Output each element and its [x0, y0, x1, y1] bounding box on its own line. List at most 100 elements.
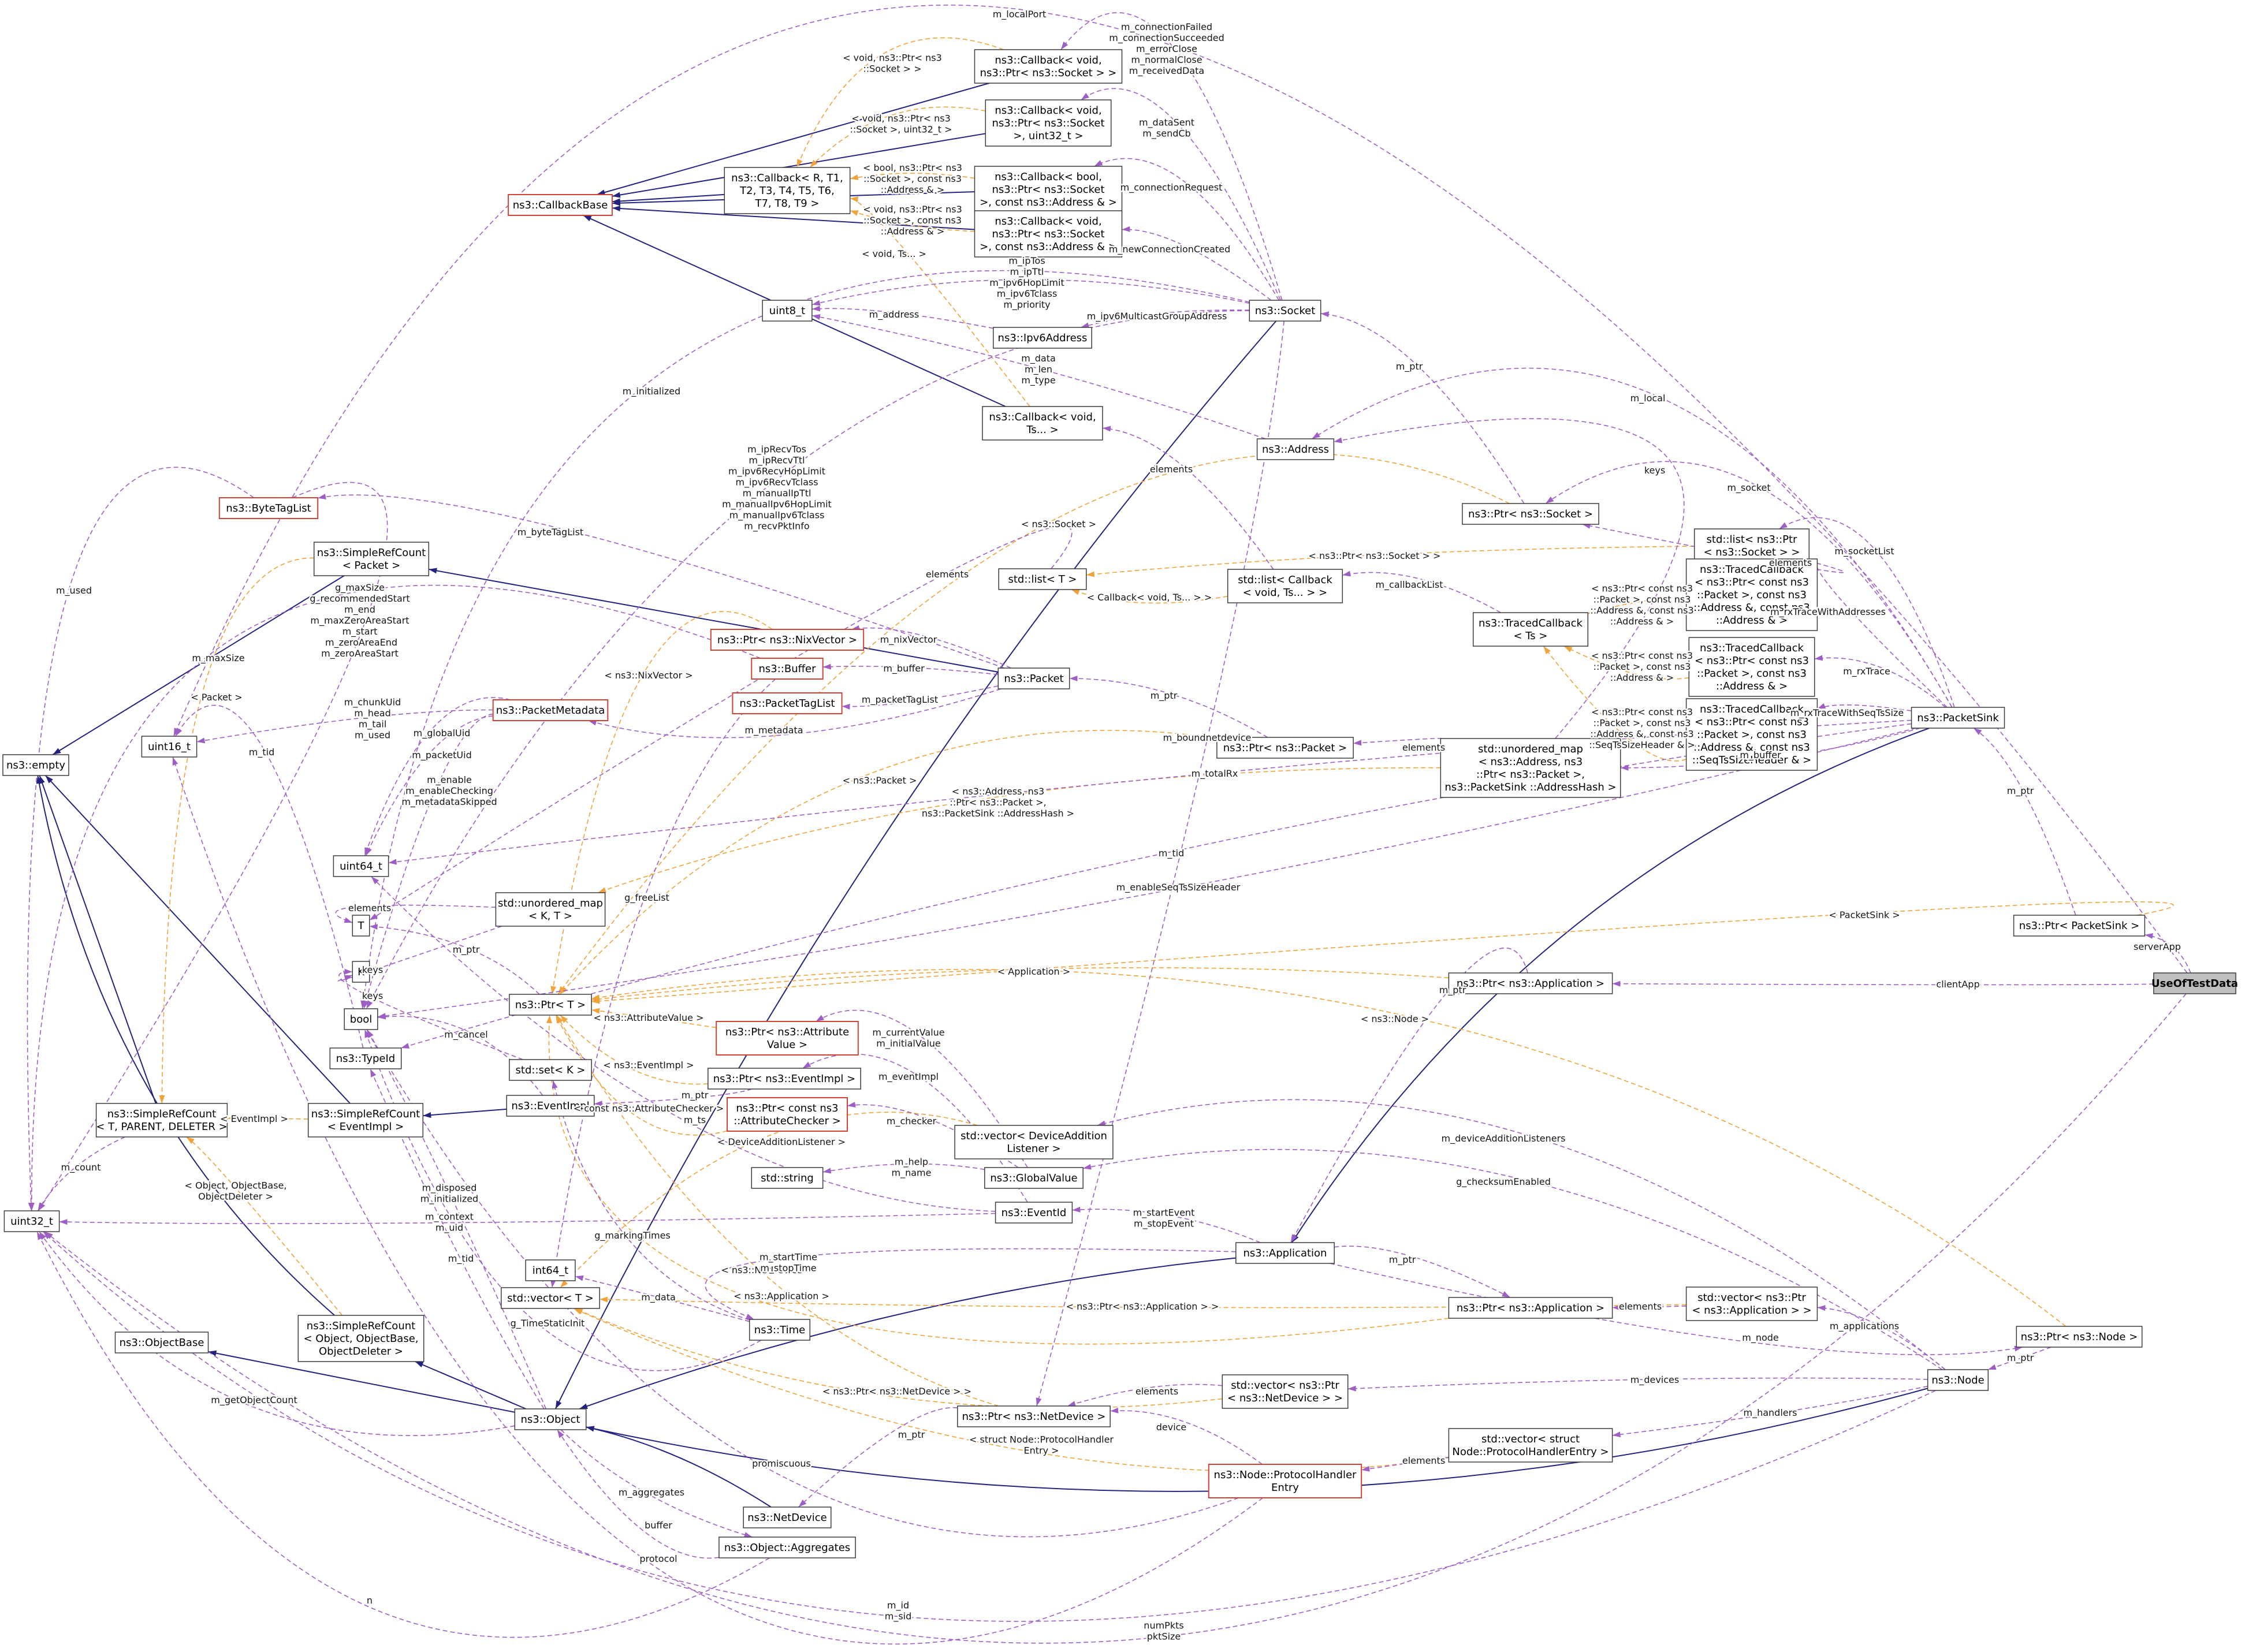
edge-label-time-setK: g_markingTimes	[594, 1230, 671, 1241]
node-utd[interactable]: UseOfTestData	[2151, 972, 2238, 994]
node-cbR[interactable]: ns3::Callback< R, T1,T2, T3, T4, T5, T6,…	[724, 167, 851, 214]
node-label-setK: std::set< K >	[516, 1064, 586, 1076]
node-str[interactable]: std::string	[751, 1167, 824, 1189]
node-ptrPS[interactable]: ns3::Ptr< PacketSink >	[2013, 915, 2146, 937]
node-T[interactable]: T	[352, 915, 370, 937]
node-listCb[interactable]: std::list< Callback< void, Ts... > >	[1227, 569, 1343, 603]
node-ptrNode[interactable]: ns3::Ptr< ns3::Node >	[2016, 1326, 2143, 1348]
node-ptrNix[interactable]: ns3::Ptr< ns3::NixVector >	[710, 629, 865, 651]
node-u16[interactable]: uint16_t	[141, 736, 198, 758]
edge-ptrPS-ptrT	[591, 901, 2174, 1004]
node-buf[interactable]: ns3::Buffer	[751, 658, 824, 680]
edge-label-node-vecPtrND: m_devices	[1630, 1374, 1679, 1386]
node-psink[interactable]: ns3::PacketSink	[1911, 707, 2005, 729]
node-addr[interactable]: ns3::Address	[1256, 438, 1335, 460]
node-packet[interactable]: ns3::Packet	[997, 667, 1070, 689]
node-time[interactable]: ns3::Time	[749, 1319, 811, 1341]
edge-label-ptrPacket-packet: m_ptr	[1151, 690, 1178, 702]
node-umapKT[interactable]: std::unordered_map< K, T >	[495, 892, 606, 927]
node-obase[interactable]: ns3::ObjectBase	[114, 1332, 209, 1353]
node-vecPtrApp[interactable]: std::vector< ns3::Ptr< ns3::Application …	[1685, 1286, 1818, 1321]
node-u32[interactable]: uint32_t	[3, 1210, 60, 1232]
node-object[interactable]: ns3::Object	[514, 1408, 587, 1430]
node-tcbA[interactable]: ns3::TracedCallback< ns3::Ptr< const ns3…	[1688, 637, 1815, 697]
node-label-ptrSocket: ns3::Ptr< ns3::Socket >	[1468, 508, 1593, 520]
node-ptrPacket[interactable]: ns3::Ptr< ns3::Packet >	[1216, 737, 1354, 759]
node-ptrND[interactable]: ns3::Ptr< ns3::NetDevice >	[957, 1405, 1111, 1427]
node-pmeta[interactable]: ns3::PacketMetadata	[492, 699, 609, 721]
edge-node-vecPtrApp	[1817, 1305, 1946, 1370]
edge-btl-u32	[27, 467, 254, 1211]
node-u64[interactable]: uint64_t	[333, 855, 389, 877]
node-cbVA[interactable]: ns3::Callback< void,ns3::Ptr< ns3::Socke…	[974, 210, 1123, 258]
node-label-ptrApp: ns3::Ptr< ns3::Application >	[1457, 1302, 1604, 1314]
node-ptrT[interactable]: ns3::Ptr< T >	[509, 994, 592, 1016]
node-ptrAC[interactable]: ns3::Ptr< const ns3::AttributeChecker >	[727, 1097, 848, 1132]
edge-label-ptrEI-ptrT: < ns3::EventImpl >	[603, 1060, 694, 1071]
node-socket[interactable]: ns3::Socket	[1249, 300, 1321, 322]
node-label-gval: ns3::GlobalValue	[990, 1172, 1077, 1184]
node-label-srcTPD: ns3::SimpleRefCount< T, PARENT, DELETER …	[96, 1108, 227, 1133]
node-app[interactable]: ns3::Application	[1235, 1242, 1335, 1264]
node-tcbAA[interactable]: ns3::TracedCallback< ns3::Ptr< const ns3…	[1685, 558, 1818, 631]
node-vecT[interactable]: std::vector< T >	[501, 1287, 600, 1309]
edge-label-tcbTs-listCb: m_callbackList	[1375, 579, 1443, 591]
node-setK[interactable]: std::set< K >	[509, 1059, 592, 1081]
edge-label-psink-umapAddr: m_buffer	[1740, 749, 1781, 761]
node-cbVS[interactable]: ns3::Callback< void,ns3::Ptr< ns3::Socke…	[974, 49, 1123, 84]
node-ptrAppTop[interactable]: ns3::Ptr< ns3::Application >	[1448, 972, 1613, 994]
node-btl[interactable]: ns3::ByteTagList	[218, 497, 319, 519]
node-cbBA[interactable]: ns3::Callback< bool,ns3::Ptr< ns3::Socke…	[974, 166, 1123, 213]
edge-cbVS-cbBase	[597, 83, 990, 195]
node-aggr[interactable]: ns3::Object::Aggregates	[718, 1537, 856, 1558]
node-ptl[interactable]: ns3::PacketTagList	[732, 692, 843, 714]
node-u8[interactable]: uint8_t	[762, 300, 813, 322]
edge-cbVS-cbR	[796, 37, 1004, 168]
edge-tcbS-tcbTs	[1543, 646, 1686, 762]
node-label-ndev: ns3::NetDevice	[747, 1512, 827, 1524]
edge-label-node-vecDAL: m_deviceAdditionListeners	[1442, 1133, 1566, 1144]
node-umapAddr[interactable]: std::unordered_map< ns3::Address, ns3::P…	[1440, 738, 1621, 798]
node-ptrSocket[interactable]: ns3::Ptr< ns3::Socket >	[1462, 503, 1599, 525]
node-eimpl[interactable]: ns3::EventImpl	[506, 1095, 595, 1117]
node-gval[interactable]: ns3::GlobalValue	[984, 1167, 1084, 1189]
edge-addr-u8	[811, 314, 1266, 439]
node-srcPacket[interactable]: ns3::SimpleRefCount< Packet >	[313, 542, 430, 576]
node-cbVT[interactable]: ns3::Callback< void,Ts... >	[982, 406, 1103, 441]
edge-ptrSocket-socket	[1320, 311, 1525, 504]
node-label-u8: uint8_t	[769, 305, 805, 317]
node-vecPtrND[interactable]: std::vector< ns3::Ptr< ns3::NetDevice > …	[1222, 1374, 1349, 1409]
node-cbBase[interactable]: ns3::CallbackBase	[508, 194, 613, 216]
node-empty[interactable]: ns3::empty	[2, 754, 69, 776]
node-ptrApp[interactable]: ns3::Ptr< ns3::Application >	[1448, 1297, 1613, 1319]
edge-label-node-gval: g_checksumEnabled	[1456, 1176, 1551, 1188]
edge-label-psink-typeId: m_tid	[1159, 848, 1184, 859]
node-srcTPD[interactable]: ns3::SimpleRefCount< T, PARENT, DELETER …	[95, 1103, 228, 1138]
edge-node-vecPHE	[1612, 1385, 1928, 1438]
node-tcbS[interactable]: ns3::TracedCallback< ns3::Ptr< const ns3…	[1685, 698, 1818, 771]
node-K[interactable]: K	[352, 961, 370, 983]
node-srcEI[interactable]: ns3::SimpleRefCount< EventImpl >	[307, 1103, 424, 1138]
node-srcObj[interactable]: ns3::SimpleRefCount< Object, ObjectBase,…	[297, 1315, 425, 1362]
node-listPtrSocket[interactable]: std::list< ns3::Ptr< ns3::Socket > >	[1693, 528, 1810, 563]
node-typeId[interactable]: ns3::TypeId	[329, 1047, 402, 1069]
node-listT[interactable]: std::list< T >	[998, 568, 1087, 590]
edge-label-phe-boolN: promiscuous	[752, 1458, 811, 1469]
node-i64[interactable]: int64_t	[525, 1259, 576, 1281]
node-tcbTs[interactable]: ns3::TracedCallback< Ts >	[1472, 612, 1589, 647]
node-label-cbVSU: ns3::Callback< void,ns3::Ptr< ns3::Socke…	[992, 105, 1104, 142]
node-cbVSU[interactable]: ns3::Callback< void,ns3::Ptr< ns3::Socke…	[985, 99, 1112, 147]
node-boolN[interactable]: bool	[344, 1008, 378, 1030]
node-ptrEI[interactable]: ns3::Ptr< ns3::EventImpl >	[708, 1068, 861, 1090]
node-eid[interactable]: ns3::EventId	[995, 1202, 1073, 1224]
node-ndev[interactable]: ns3::NetDevice	[743, 1506, 832, 1528]
node-node[interactable]: ns3::Node	[1927, 1369, 1989, 1391]
edge-label-tcbAA-tcbTs: < ns3::Ptr< const ns3::Packet >, const n…	[1590, 583, 1693, 627]
node-ip6[interactable]: ns3::Ipv6Address	[993, 327, 1092, 349]
node-label-btl: ns3::ByteTagList	[226, 502, 311, 514]
